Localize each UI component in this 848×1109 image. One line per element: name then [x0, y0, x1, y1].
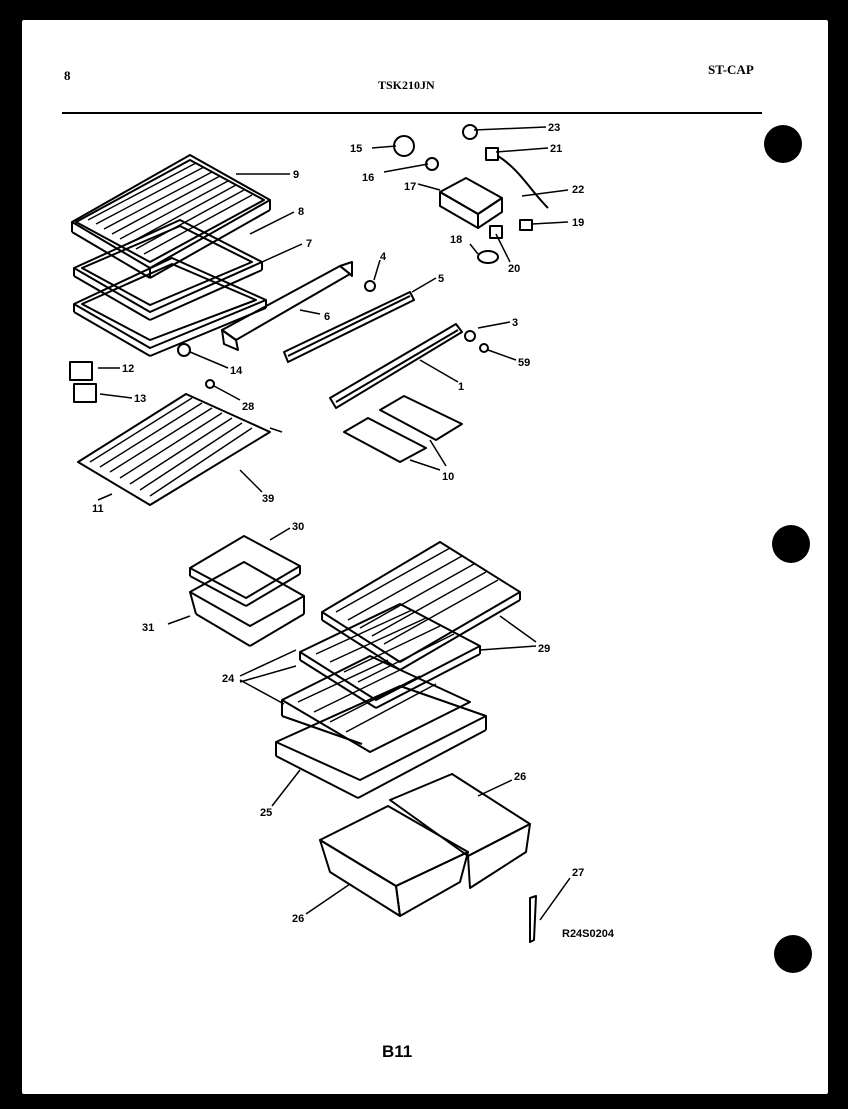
- bracket-part-12: [69, 361, 93, 381]
- callout-30: 30: [292, 521, 304, 533]
- callout-5: 5: [438, 273, 444, 285]
- callout-11: 11: [92, 503, 104, 515]
- page-number: B11: [382, 1042, 413, 1061]
- callout-14: 14: [230, 365, 243, 377]
- binder-hole-bottom: [774, 935, 812, 973]
- callout-3: 3: [512, 317, 518, 329]
- binder-hole-middle: [772, 525, 810, 563]
- part-19: [519, 219, 533, 231]
- callout-15: 15: [350, 143, 362, 155]
- callout-20: 20: [508, 263, 520, 275]
- callout-18: 18: [450, 234, 462, 246]
- shelf-frame-part-8: [73, 219, 263, 321]
- callout-23: 23: [548, 122, 560, 134]
- callout-6: 6: [324, 311, 330, 323]
- rail-part-1: [329, 323, 463, 409]
- callout-27: 27: [572, 867, 584, 879]
- callout-16: 16: [362, 172, 374, 184]
- screw-part-59: [479, 343, 489, 353]
- wire-part-22: [497, 155, 549, 209]
- part-4: [364, 280, 376, 292]
- callout-17: 17: [404, 181, 416, 193]
- callout-22: 22: [572, 184, 584, 196]
- glass-shelf-part-29-bottom: [281, 655, 471, 753]
- part-23: [462, 124, 478, 140]
- callout-24: 24: [222, 673, 235, 685]
- diagram-page: 8 TSK210JN ST-CAP R24S0204 B11: [22, 20, 828, 1094]
- ice-tray-part-10: [343, 395, 463, 463]
- part-3: [464, 330, 476, 342]
- binder-hole-top: [764, 125, 802, 163]
- callout-28: 28: [242, 401, 254, 413]
- callout-9: 9: [293, 169, 299, 181]
- header-page-code: 8: [64, 68, 71, 83]
- part-20: [489, 225, 503, 239]
- header-rule: [62, 112, 762, 114]
- callout-31: 31: [142, 622, 154, 634]
- part-21: [485, 147, 499, 161]
- callout-39: 39: [262, 493, 274, 505]
- callout-8: 8: [298, 206, 304, 218]
- bracket-part-6: [221, 261, 353, 351]
- screw-part-28: [205, 379, 215, 389]
- wire-shelf-part-11: [77, 393, 271, 506]
- cover-part-30: [189, 535, 301, 607]
- callout-13: 13: [134, 393, 146, 405]
- callout-7: 7: [306, 238, 312, 250]
- callout-59: 59: [518, 357, 530, 369]
- header-model-number: TSK210JN: [378, 78, 435, 92]
- part-27: [529, 895, 537, 943]
- pan-part-31: [189, 561, 305, 647]
- callout-1: 1: [458, 381, 464, 393]
- callout-10: 10: [442, 471, 454, 483]
- rail-part-5: [283, 291, 415, 363]
- callout-29: 29: [538, 643, 550, 655]
- callout-26-left: 26: [292, 913, 304, 925]
- callout-21: 21: [550, 143, 562, 155]
- callout-12: 12: [122, 363, 134, 375]
- crisper-cover-part-25: [275, 685, 487, 799]
- knob-part-18: [477, 250, 499, 264]
- callout-26-right: 26: [514, 771, 526, 783]
- drawing-id: R24S0204: [562, 928, 614, 940]
- callout-4: 4: [380, 251, 387, 263]
- bracket-part-13: [73, 383, 97, 403]
- light-bulb-part-15: [393, 135, 415, 157]
- control-box-part-17: [439, 177, 503, 229]
- callout-19: 19: [572, 217, 584, 229]
- crisper-drawer-part-26-left: [319, 805, 469, 917]
- callout-25: 25: [260, 807, 272, 819]
- crisper-drawer-part-26-right: [389, 773, 531, 889]
- part-14: [177, 343, 191, 357]
- header-section-code: ST-CAP: [708, 62, 754, 77]
